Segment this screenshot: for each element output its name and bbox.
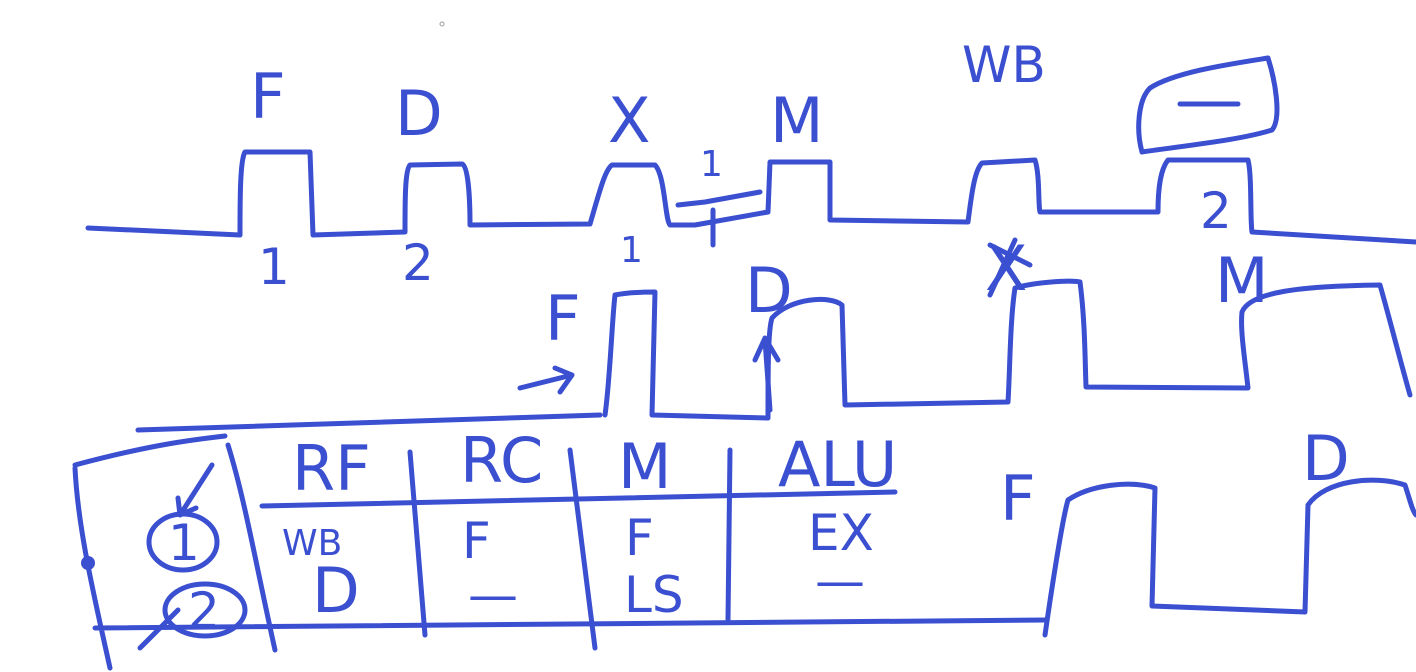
table-outline bbox=[72, 412, 1048, 671]
top-clock-waveform bbox=[85, 149, 1416, 245]
second-stage-m: M bbox=[1215, 244, 1269, 317]
phase-2-label: 2 bbox=[188, 582, 220, 640]
register-box bbox=[1136, 55, 1280, 155]
second-wave-arrow bbox=[517, 365, 575, 395]
second-stage-d: D bbox=[745, 254, 793, 327]
second-wave-x-mark bbox=[987, 237, 1033, 298]
cell-rc-1: F bbox=[462, 512, 491, 570]
third-clock-waveform bbox=[1042, 477, 1416, 638]
cell-rf-1: WB bbox=[282, 523, 342, 564]
top-stage-m: M bbox=[770, 84, 824, 157]
header-alu: ALU bbox=[778, 428, 897, 501]
cell-m-2: LS bbox=[624, 566, 684, 624]
cell-alu-2: — bbox=[815, 552, 865, 610]
header-rf: RF bbox=[292, 432, 371, 505]
top-stage-wb: WB bbox=[962, 36, 1046, 94]
table-col-sep-3 bbox=[725, 447, 733, 623]
stray-dot bbox=[439, 21, 445, 27]
top-clock-2b: 2 bbox=[1200, 182, 1232, 240]
header-m: M bbox=[618, 430, 672, 503]
cell-alu-1: EX bbox=[808, 504, 874, 562]
top-wave-mark bbox=[675, 189, 763, 248]
phase-2-arrow bbox=[137, 607, 181, 651]
second-wave-edge-arrow bbox=[752, 335, 781, 413]
second-stage-x: X bbox=[985, 232, 1027, 305]
phase-1-label: 1 bbox=[168, 514, 200, 572]
cell-m-1: F bbox=[625, 509, 654, 567]
cell-rc-2: — bbox=[468, 566, 518, 624]
top-stage-f: F bbox=[250, 60, 286, 133]
top-clock-1b: 1 bbox=[700, 144, 723, 185]
third-stage-f: F bbox=[1000, 462, 1036, 535]
phase-1-arrow bbox=[175, 462, 215, 518]
table-dot bbox=[81, 556, 95, 570]
header-rc: RC bbox=[460, 424, 543, 497]
phase-2-circle bbox=[162, 581, 248, 639]
top-stage-x: X bbox=[608, 84, 650, 157]
table-col-sep-2 bbox=[567, 447, 598, 651]
second-stage-f: F bbox=[545, 282, 581, 355]
table-col-sep-1 bbox=[407, 449, 428, 638]
cell-rf-2: D bbox=[312, 554, 360, 627]
top-clock-1a: 1 bbox=[258, 238, 290, 296]
top-stage-d: D bbox=[395, 77, 443, 150]
third-stage-d: D bbox=[1302, 422, 1350, 495]
second-clock-1: 1 bbox=[620, 230, 643, 271]
second-clock-waveform bbox=[602, 278, 1413, 421]
top-clock-2a: 2 bbox=[402, 234, 434, 292]
